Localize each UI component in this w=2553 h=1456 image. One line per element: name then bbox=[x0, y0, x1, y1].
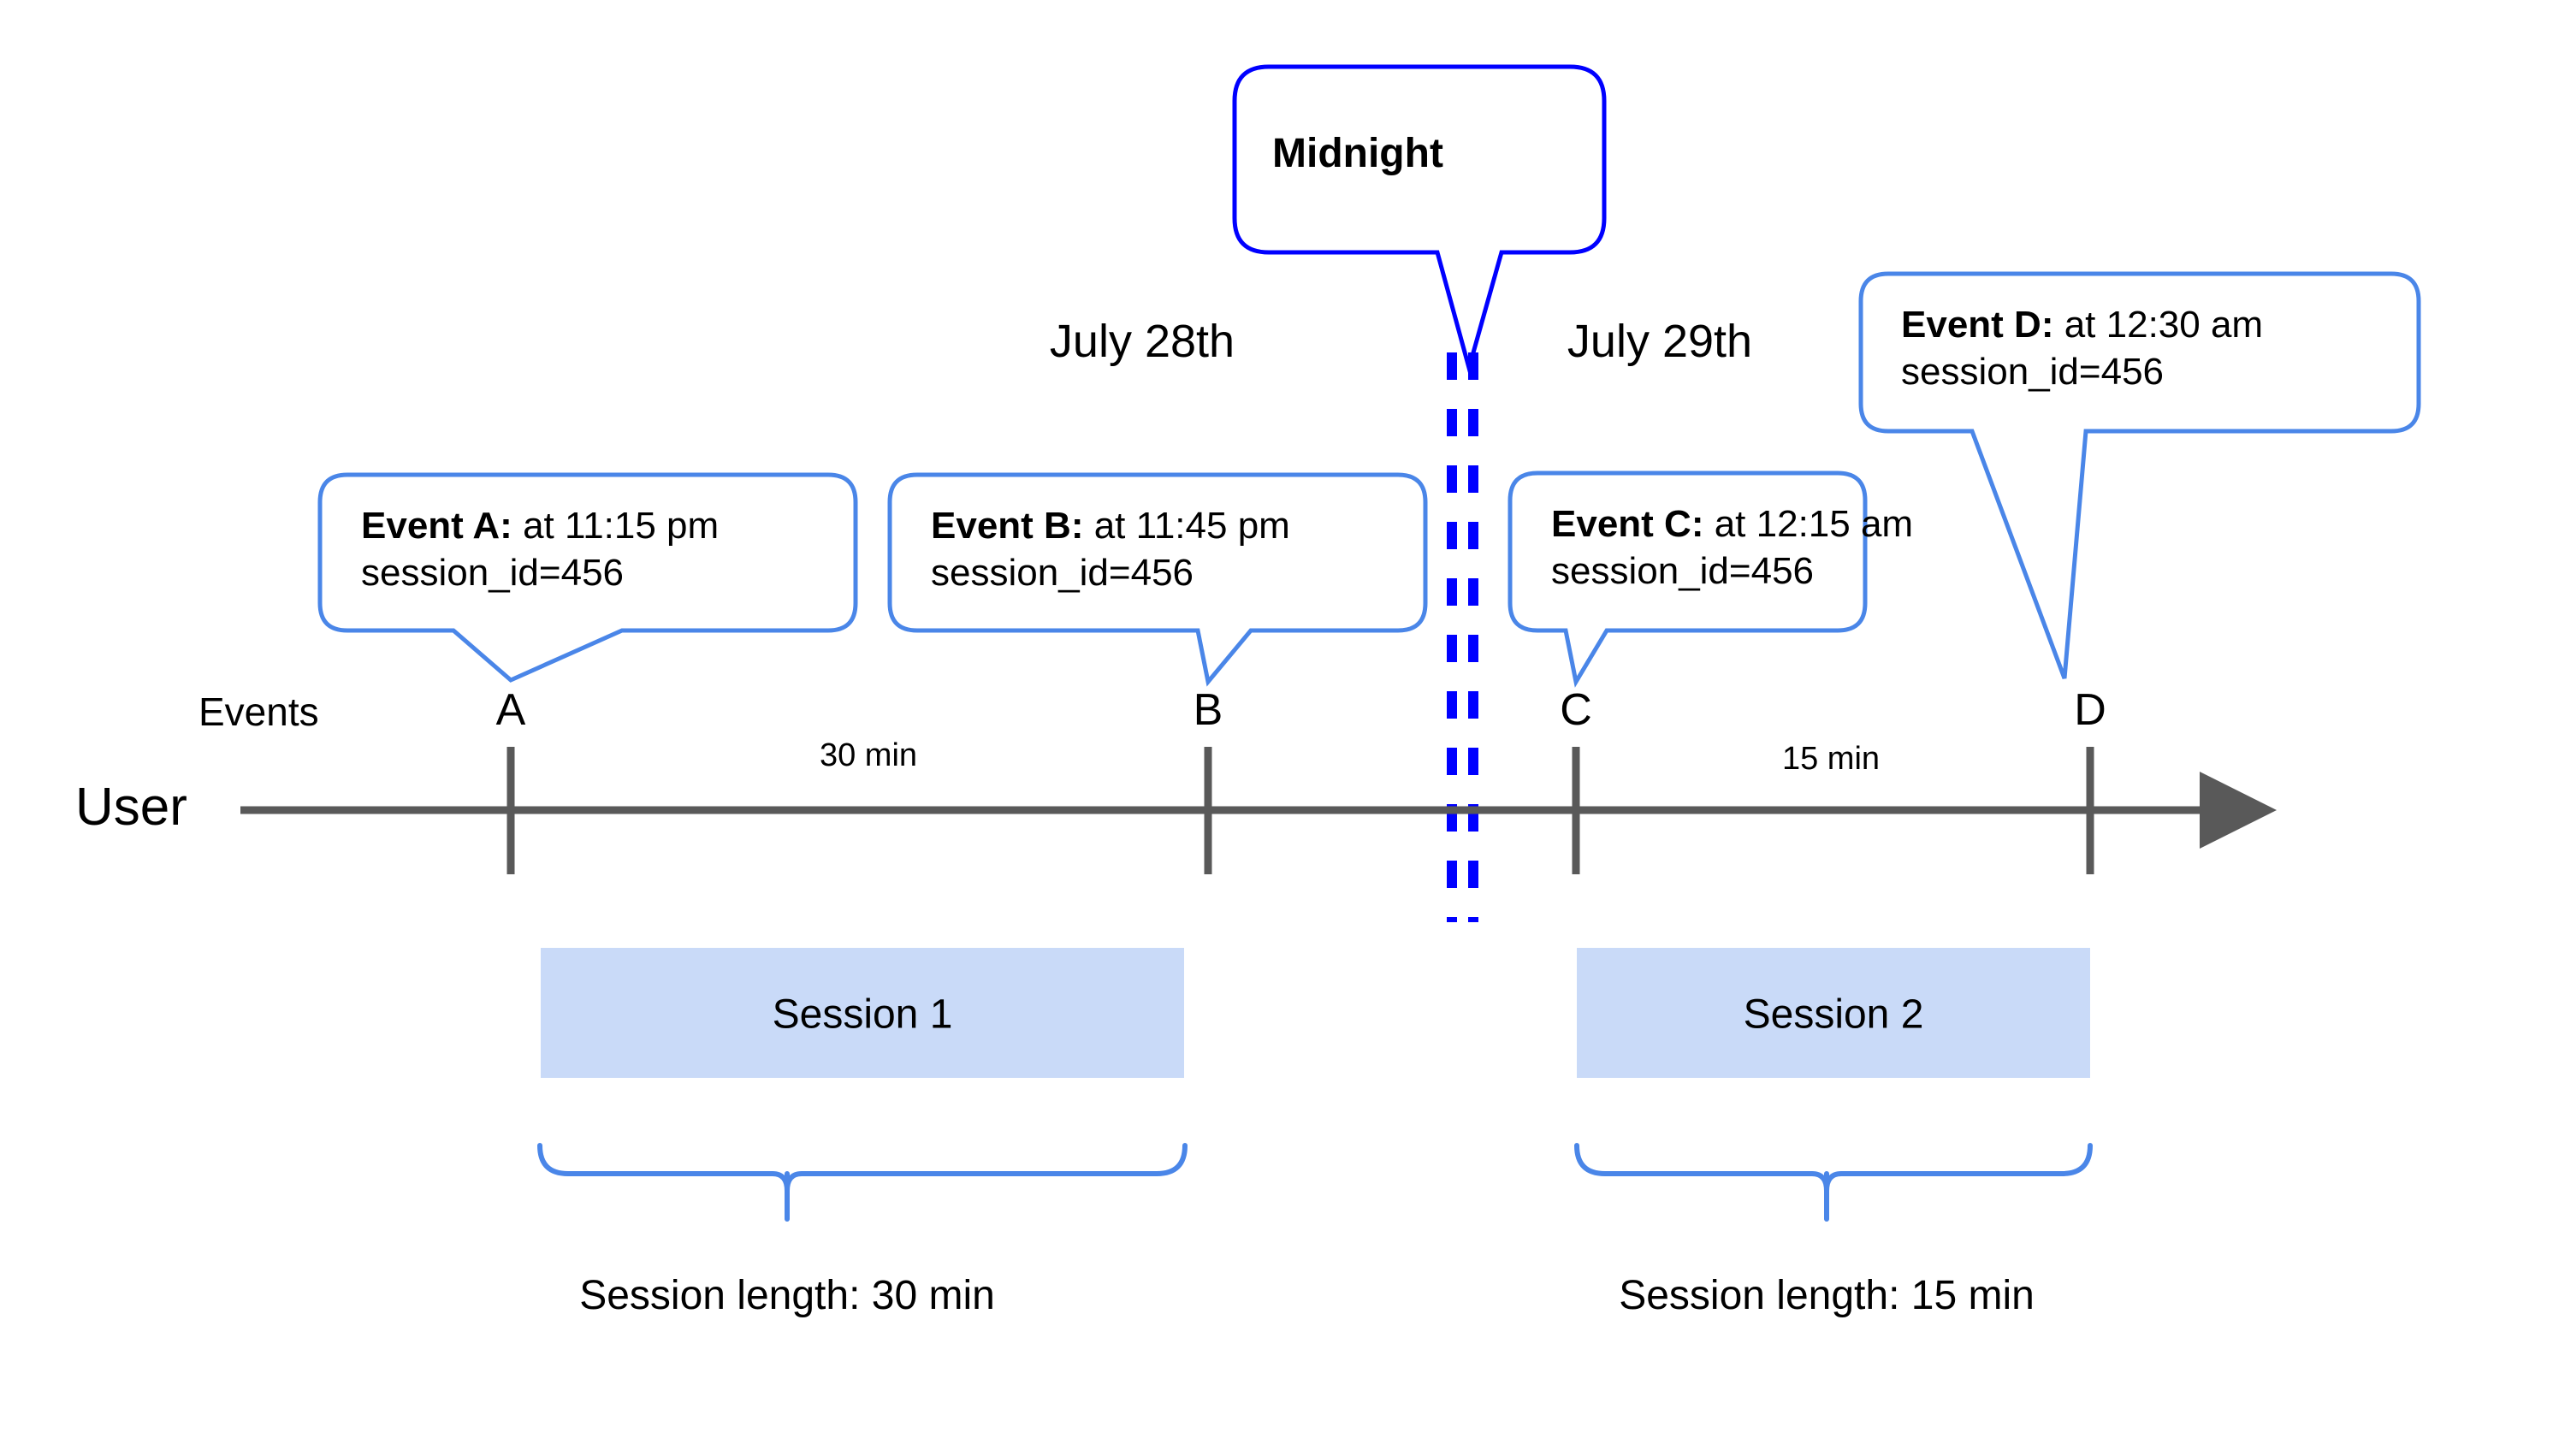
duration-label-30min: 30 min bbox=[819, 737, 918, 773]
session-2-length-caption: Session length: 15 min bbox=[1619, 1273, 2035, 1318]
tick-letter-d: D bbox=[2074, 685, 2106, 735]
session-1-box bbox=[541, 948, 1184, 1078]
event-d-callout-shape bbox=[1858, 271, 2421, 679]
duration-label-15min: 15 min bbox=[1781, 741, 1881, 777]
session-1-length-caption: Session length: 30 min bbox=[579, 1273, 995, 1318]
event-d-detail: at 12:30 am bbox=[2053, 304, 2264, 346]
event-d-line2: session_id=456 bbox=[1901, 351, 2165, 394]
event-b-line2: session_id=456 bbox=[931, 552, 1194, 595]
event-d-callout-text: Event D: at 12:30 am session_id=456 bbox=[1901, 301, 2263, 396]
event-b-callout-text: Event B: at 11:45 pm session_id=456 bbox=[931, 502, 1290, 597]
midnight-callout-shape bbox=[1232, 64, 1607, 376]
event-a-callout-text: Event A: at 11:15 pm session_id=456 bbox=[361, 502, 719, 597]
event-c-title: Event C: bbox=[1551, 503, 1704, 545]
tick-letter-c: C bbox=[1560, 685, 1592, 735]
event-a-detail: at 11:15 pm bbox=[512, 505, 720, 547]
row-label-user: User bbox=[75, 778, 187, 837]
date-label-july-28: July 28th bbox=[1049, 316, 1235, 367]
row-label-events: Events bbox=[198, 690, 319, 734]
session-2-label: Session 2 bbox=[1743, 991, 1924, 1038]
event-c-callout-shape bbox=[1508, 471, 1868, 688]
session-2-brace bbox=[1574, 1143, 2093, 1192]
midnight-label: Midnight bbox=[1272, 131, 1443, 176]
event-b-detail: at 11:45 pm bbox=[1083, 505, 1290, 547]
event-c-detail: at 12:15 am bbox=[1703, 503, 1914, 545]
tick-letter-a: A bbox=[495, 685, 526, 735]
event-d-title: Event D: bbox=[1901, 304, 2054, 346]
event-c-callout-text: Event C: at 12:15 am session_id=456 bbox=[1551, 500, 1913, 595]
event-c-line2: session_id=456 bbox=[1551, 550, 1815, 593]
event-b-title: Event B: bbox=[931, 505, 1084, 547]
session-2-box bbox=[1577, 948, 2090, 1078]
event-a-line2: session_id=456 bbox=[361, 552, 625, 595]
event-a-callout-shape bbox=[317, 472, 858, 683]
tick-letter-b: B bbox=[1193, 685, 1223, 735]
event-b-callout-shape bbox=[887, 472, 1428, 687]
session-1-label: Session 1 bbox=[772, 991, 953, 1038]
event-a-title: Event A: bbox=[361, 505, 512, 547]
date-label-july-29: July 29th bbox=[1567, 316, 1753, 367]
session-1-brace bbox=[537, 1143, 1188, 1192]
